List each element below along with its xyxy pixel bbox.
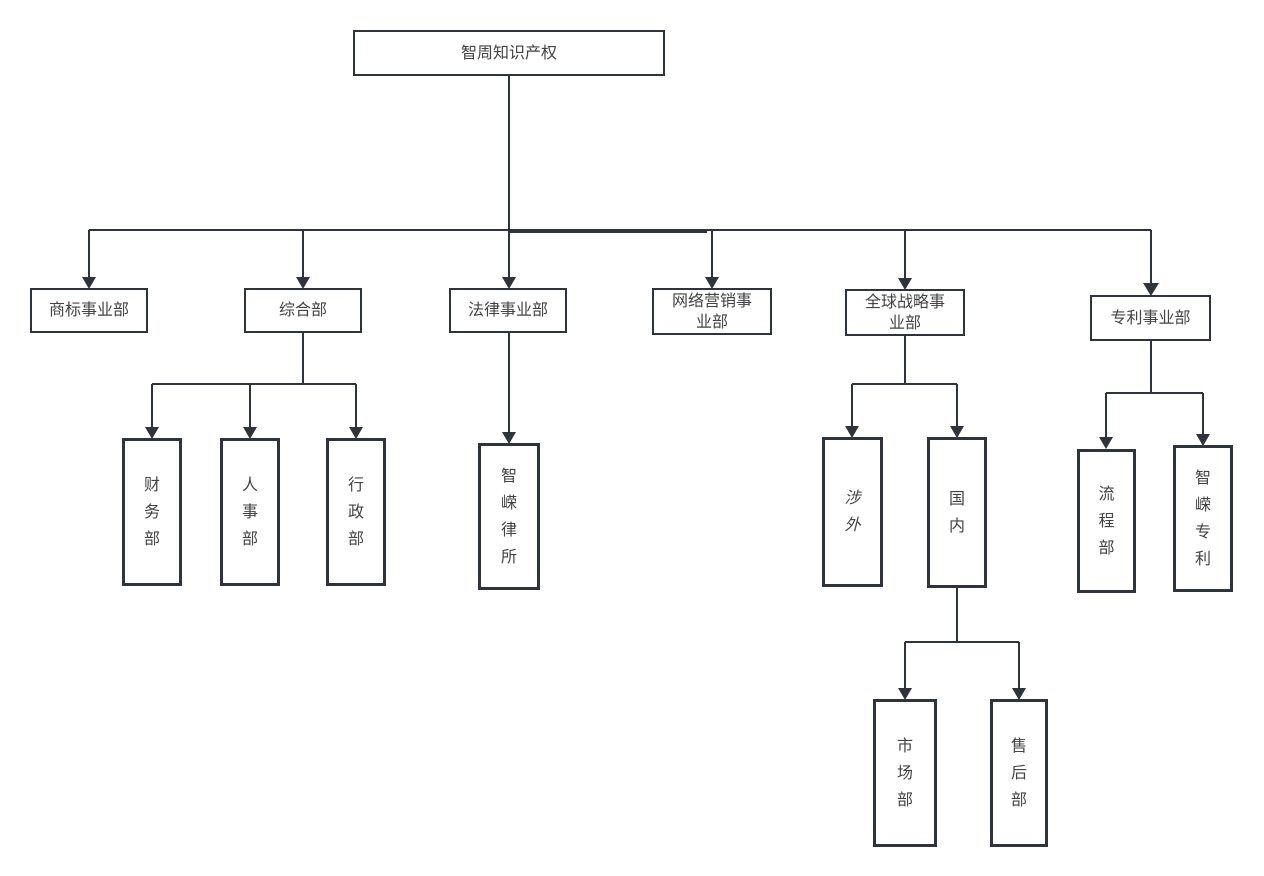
org-node-general-department[interactable]: 综合部 xyxy=(244,288,362,333)
org-node-trademark-division[interactable]: 商标事业部 xyxy=(30,288,148,333)
org-node-admin-department[interactable]: 行政部 xyxy=(326,438,386,586)
org-node-after-sales-department[interactable]: 售后部 xyxy=(990,699,1048,847)
org-node-root[interactable]: 智周知识产权 xyxy=(353,30,665,76)
org-node-label: 财务部 xyxy=(143,476,160,548)
org-node-overseas[interactable]: 涉外 xyxy=(822,437,883,587)
org-node-zhirong-patent[interactable]: 智嵘专利 xyxy=(1173,445,1233,592)
org-node-label: 人事部 xyxy=(241,476,258,548)
org-node-label: 法律事业部 xyxy=(467,302,548,319)
org-node-domestic[interactable]: 国内 xyxy=(927,437,987,588)
org-node-finance-department[interactable]: 财务部 xyxy=(122,438,182,586)
org-node-legal-division[interactable]: 法律事业部 xyxy=(449,288,567,333)
org-node-label: 全球战略事 业部 xyxy=(864,293,945,332)
org-node-label: 市场部 xyxy=(896,737,913,809)
connector-group xyxy=(88,76,1204,689)
org-node-label: 售后部 xyxy=(1010,737,1027,809)
org-node-label: 智嵘专利 xyxy=(1194,469,1211,568)
org-node-market-department[interactable]: 市场部 xyxy=(873,699,937,847)
org-node-label: 综合部 xyxy=(278,302,327,319)
org-node-label: 国内 xyxy=(948,490,965,535)
org-node-label: 流程部 xyxy=(1098,485,1115,557)
org-node-patent-division[interactable]: 专利事业部 xyxy=(1090,295,1211,341)
arrow-down-icon xyxy=(1099,437,1113,449)
org-node-law-firm[interactable]: 智嵘律所 xyxy=(478,443,540,590)
org-node-label: 涉外 xyxy=(844,490,861,534)
org-node-global-strategy-division[interactable]: 全球战略事 业部 xyxy=(845,289,965,336)
org-node-label: 专利事业部 xyxy=(1110,309,1191,327)
org-node-label: 行政部 xyxy=(347,476,364,548)
org-node-label: 智嵘律所 xyxy=(500,467,517,566)
org-node-hr-department[interactable]: 人事部 xyxy=(220,438,280,586)
org-node-label: 网络营销事 业部 xyxy=(671,292,752,331)
org-node-network-marketing-division[interactable]: 网络营销事 业部 xyxy=(652,288,772,335)
org-node-root-label: 智周知识产权 xyxy=(460,44,557,62)
org-node-label: 商标事业部 xyxy=(48,302,129,319)
org-node-process-department[interactable]: 流程部 xyxy=(1077,449,1136,593)
